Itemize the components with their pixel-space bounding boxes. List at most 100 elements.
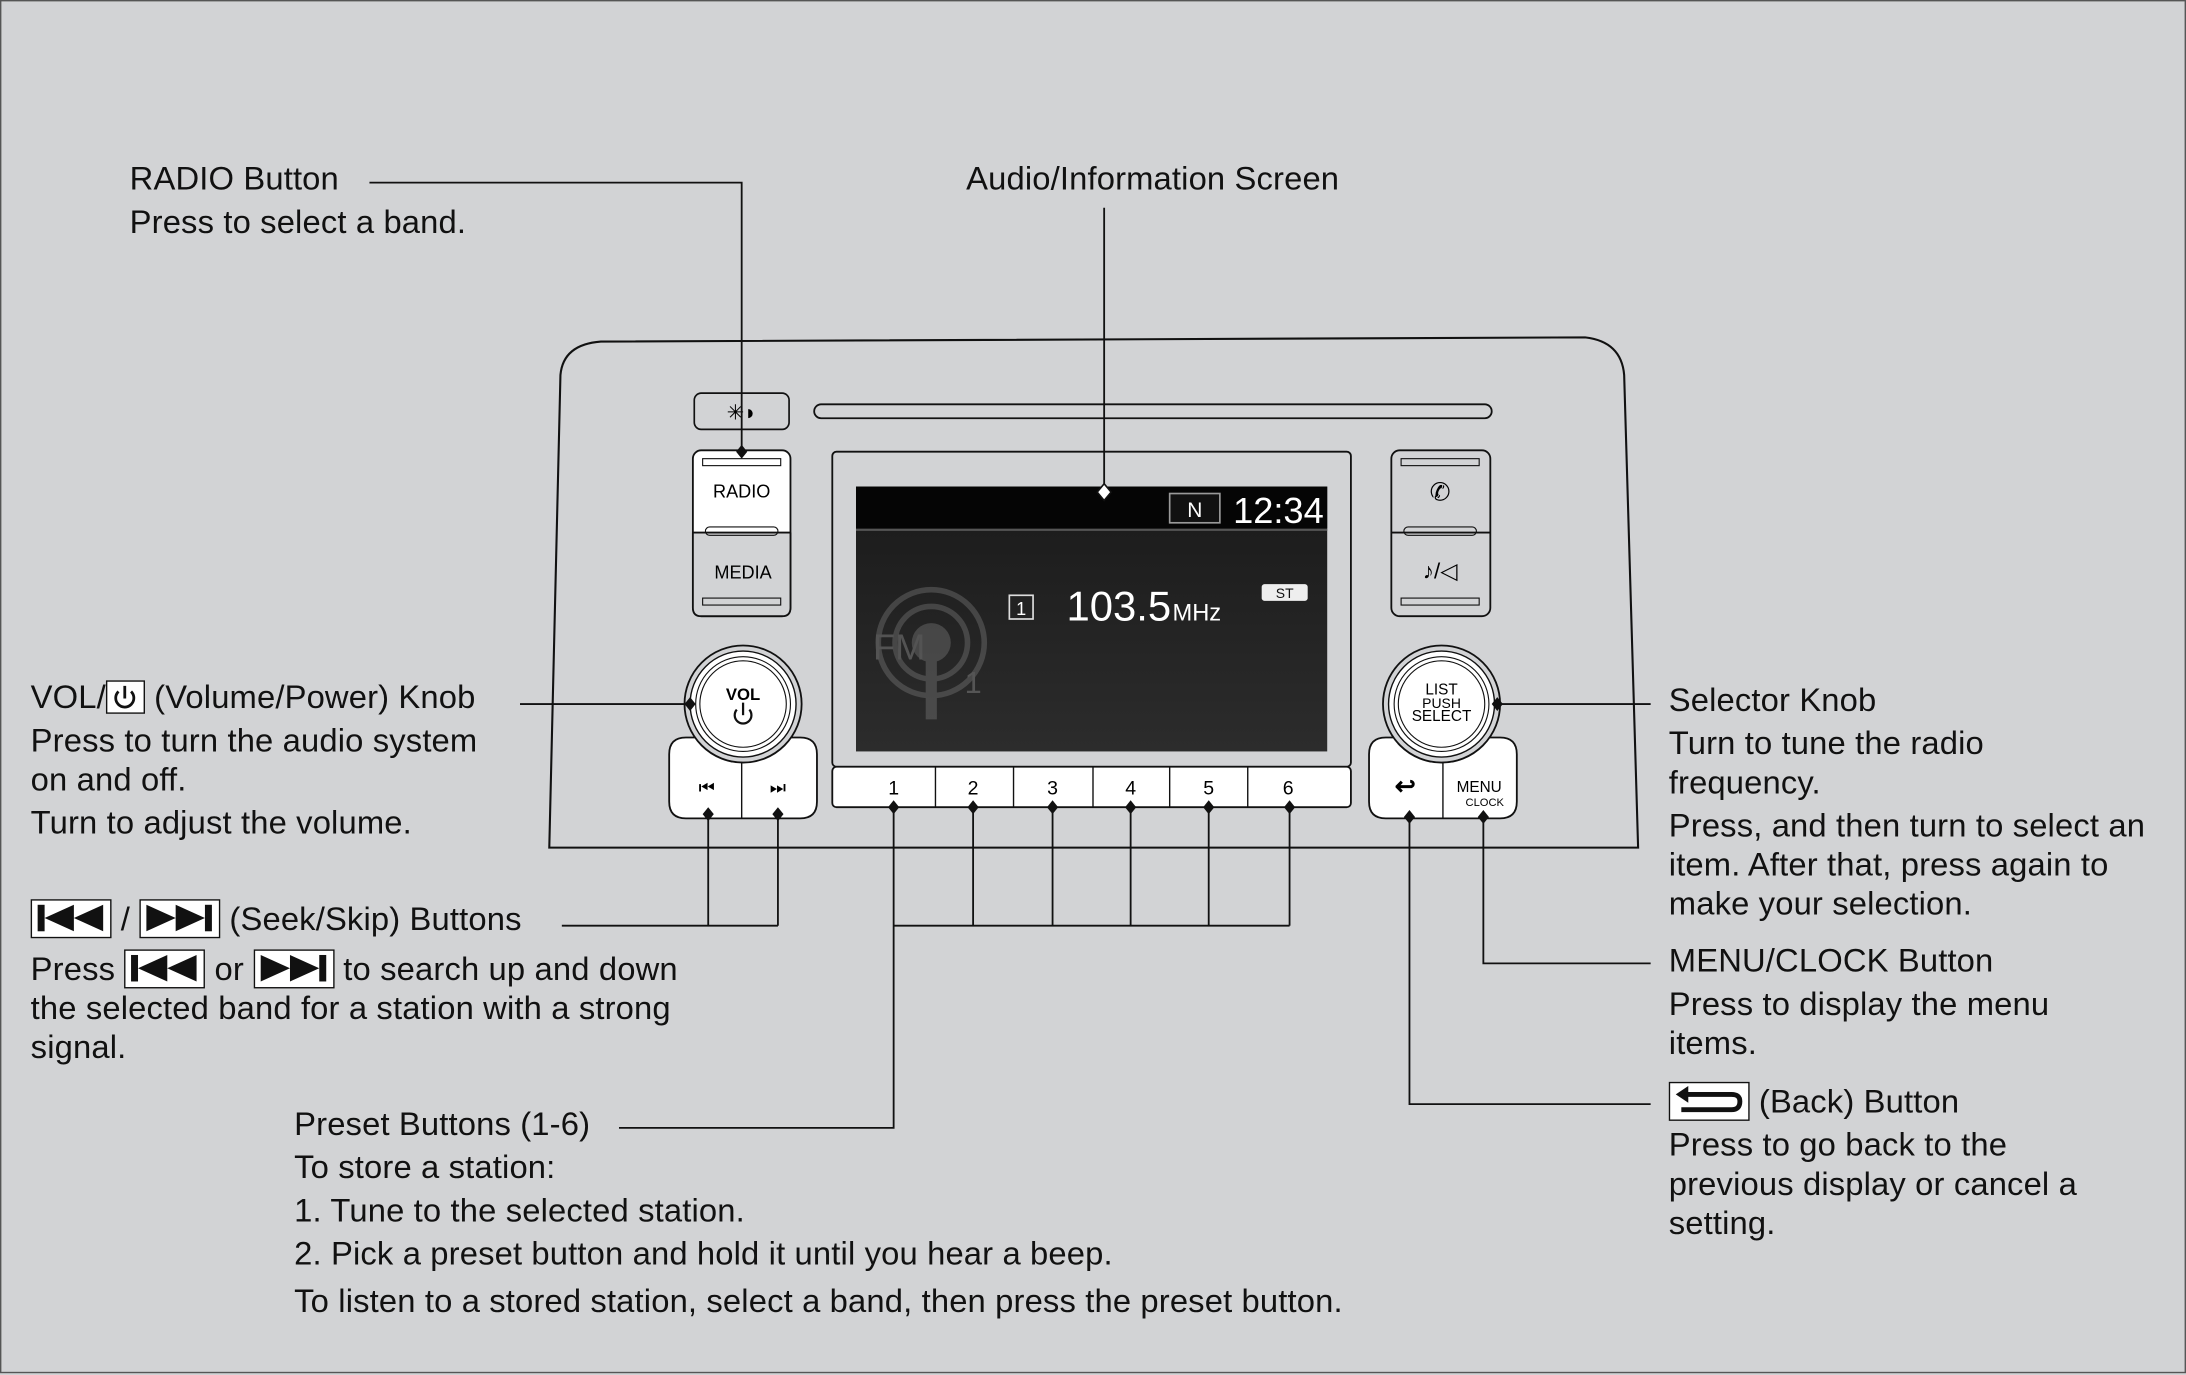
stereo-badge: ST [1276, 585, 1294, 601]
text: or [214, 950, 244, 988]
leader-diamonds [684, 444, 1503, 824]
callout-title: RADIO Button [129, 160, 339, 197]
preset-button-5[interactable]: 5 [1203, 778, 1214, 800]
vol-power-knob[interactable]: VOL [683, 644, 803, 764]
skip-back-icon: ⏮ [699, 777, 715, 797]
svg-text:1: 1 [965, 666, 982, 700]
skip-forward-icon: ⏭ [770, 777, 786, 797]
back-button[interactable]: ↩ [1395, 773, 1416, 801]
back-menu-buttons: ↩ MENU CLOCK [1368, 736, 1518, 820]
seek-back-button[interactable]: ⏮ [699, 777, 715, 797]
callout-title: Selector Knob [1668, 681, 1877, 718]
preset-button-2[interactable]: 2 [968, 778, 979, 800]
menu-clock-button[interactable]: MENU CLOCK [1457, 779, 1505, 809]
callout-text: Press to select a band. [129, 203, 467, 240]
callout-text: 2. Pick a preset button and hold it unti… [294, 1235, 1113, 1272]
leader-lines [369, 181, 1651, 1129]
vol-knob-callout: VOL/ (Volume/Power) Knob Press to turn t… [31, 678, 478, 843]
callout-text: frequency. [1668, 763, 1821, 801]
callout-text: Press to go back to the [1668, 1126, 2008, 1163]
callout-text: setting. [1668, 1204, 1776, 1241]
audio-information-screen: N 12:34 FM 1 1 103.5 MHz ST [831, 450, 1352, 768]
skip-forward-icon [139, 899, 221, 939]
svg-text:CLOCK: CLOCK [1466, 797, 1505, 809]
preset-button-1[interactable]: 1 [888, 778, 899, 800]
callout-text: items. [1668, 1024, 1757, 1061]
frequency-display: 103.5 [1067, 582, 1172, 629]
disc-slot [813, 403, 1493, 420]
back-arrow-icon: ↩ [1395, 773, 1416, 801]
seek-buttons: ⏮ ⏭ [668, 736, 818, 820]
title-suffix: (Volume/Power) Knob [154, 678, 476, 716]
callout-text: signal. [30, 1028, 127, 1066]
svg-text:SELECT: SELECT [1412, 708, 1472, 725]
text: Press [30, 950, 116, 988]
selector-knob-callout: Selector Knob Turn to tune the radio fre… [1669, 680, 2145, 923]
svg-text:RADIO: RADIO [713, 482, 770, 502]
callout-title: MENU/CLOCK Button [1668, 942, 1994, 979]
callout-text: item. After that, press again to [1668, 846, 2109, 883]
seek-buttons-callout: / (Seek/Skip) Buttons Press or to search… [30, 899, 678, 1066]
svg-text:1: 1 [1016, 599, 1026, 619]
power-icon [105, 680, 145, 714]
callout-title: VOL/ (Volume/Power) Knob [31, 678, 478, 717]
phone-button[interactable]: ✆ [1430, 478, 1451, 506]
callout-text: Press, and then turn to select an [1668, 807, 2146, 844]
menu-clock-callout: MENU/CLOCK Button Press to display the m… [1669, 941, 2049, 1062]
music-speaker-icon: ♪/◁ [1423, 559, 1457, 584]
preset-button-3[interactable]: 3 [1047, 778, 1058, 800]
preset-buttons-callout: Preset Buttons (1-6) To store a station:… [294, 1103, 1343, 1323]
svg-text:VOL: VOL [726, 685, 760, 704]
skip-back-icon [124, 949, 206, 989]
fm-band-logo: FM 1 [873, 586, 988, 720]
power-icon [733, 702, 753, 725]
preset-button-6[interactable]: 6 [1283, 778, 1294, 800]
callout-text: on and off. [30, 761, 187, 798]
title-suffix: (Seek/Skip) Buttons [229, 900, 522, 937]
callout-text: Turn to adjust the volume. [30, 804, 412, 841]
audio-source-button[interactable]: ♪/◁ [1423, 559, 1457, 584]
screen-callout: Audio/Information Screen [966, 158, 1339, 201]
title-prefix: VOL/ [30, 678, 106, 716]
skip-forward-icon [253, 949, 335, 989]
svg-text:LIST: LIST [1425, 681, 1458, 698]
title-suffix: (Back) Button [1758, 1083, 1960, 1120]
radio-button[interactable]: RADIO [713, 482, 770, 502]
clock-display: 12:34 [1233, 490, 1324, 531]
preset-button-4[interactable]: 4 [1125, 778, 1136, 800]
svg-text:N: N [1187, 499, 1202, 522]
text: to search up and down [343, 950, 678, 988]
callout-text: previous display or cancel a [1668, 1165, 2077, 1202]
callout-text: Press or to search up and down [30, 949, 678, 989]
svg-text:FM: FM [873, 626, 925, 667]
phone-icon: ✆ [1430, 478, 1451, 506]
callout-text: the selected band for a station with a s… [30, 989, 671, 1027]
callout-text: To store a station: [294, 1148, 556, 1186]
back-button-callout: (Back) Button Press to go back to the pr… [1668, 1081, 2077, 1242]
svg-text:MEDIA: MEDIA [714, 563, 772, 583]
svg-text:MHz: MHz [1172, 600, 1221, 626]
callout-title: Preset Buttons (1-6) [294, 1105, 591, 1142]
radio-media-buttons: RADIO MEDIA [691, 449, 792, 618]
callout-text: Press to turn the audio system [30, 722, 478, 759]
skip-back-icon [30, 899, 112, 939]
media-button[interactable]: MEDIA [714, 563, 772, 583]
callout-text: Press to display the menu [1668, 985, 2050, 1022]
callout-text: To listen to a stored station, select a … [294, 1282, 1343, 1319]
seek-forward-button[interactable]: ⏭ [770, 777, 786, 797]
phone-audio-buttons: ✆ ♪/◁ [1390, 449, 1492, 618]
svg-text:PUSH: PUSH [1422, 695, 1461, 711]
callout-title: (Back) Button [1668, 1081, 2077, 1121]
svg-text:MENU: MENU [1457, 779, 1502, 796]
back-arrow-icon [1668, 1081, 1750, 1121]
selector-knob[interactable]: LIST PUSH SELECT [1382, 644, 1501, 764]
radio-button-callout: RADIO Button Press to select a band. [130, 158, 466, 244]
separator: / [120, 900, 131, 937]
callout-text: 1. Tune to the selected station. [294, 1191, 745, 1229]
callout-text: Turn to tune the radio [1668, 724, 1984, 762]
callout-title: Audio/Information Screen [966, 160, 1340, 197]
preset-buttons: 1 2 3 4 5 6 [831, 765, 1352, 809]
callout-text: make your selection. [1668, 885, 1973, 922]
